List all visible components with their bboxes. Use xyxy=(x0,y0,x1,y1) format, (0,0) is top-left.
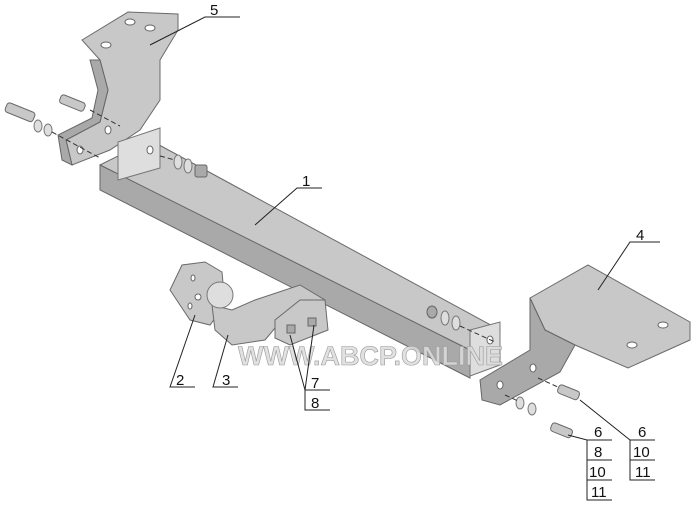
callout-label: 4 xyxy=(636,227,644,244)
callout-label: 7 xyxy=(311,375,319,392)
callout-label: 10 xyxy=(633,444,650,461)
callout-label: 2 xyxy=(176,372,184,389)
callout-6-8-10-11: 6 8 10 11 xyxy=(567,424,612,501)
callout-1: 1 xyxy=(254,173,322,226)
callout-4: 4 xyxy=(597,227,660,291)
right-bracket-part xyxy=(479,264,691,406)
main-beam-part xyxy=(98,127,501,379)
callout-7-8: 7 8 xyxy=(289,324,330,412)
callout-label: 11 xyxy=(591,484,607,501)
callout-3: 3 xyxy=(212,334,238,389)
callout-label: 5 xyxy=(210,2,218,19)
callout-label: 11 xyxy=(635,464,651,481)
callout-2: 2 xyxy=(169,314,196,389)
left-bolts xyxy=(4,94,121,159)
beam-washers xyxy=(159,154,496,343)
callout-5: 5 xyxy=(149,2,240,46)
right-bolts xyxy=(504,377,580,439)
callout-6-10-11: 6 10 11 xyxy=(579,399,655,481)
callout-label: 8 xyxy=(311,395,319,412)
callout-label: 1 xyxy=(302,173,310,190)
callout-label: 6 xyxy=(638,424,646,441)
ball-hitch-part xyxy=(169,261,329,346)
callout-label: 10 xyxy=(589,464,606,481)
watermark-text: WWW.ABCP.ONLINE xyxy=(238,341,503,371)
callout-label: 3 xyxy=(222,372,230,389)
callout-label: 8 xyxy=(594,444,602,461)
callout-label: 6 xyxy=(594,424,602,441)
